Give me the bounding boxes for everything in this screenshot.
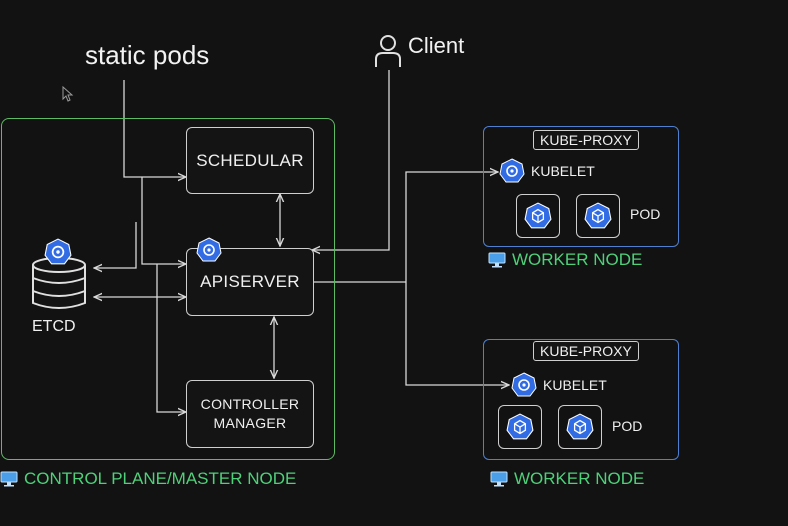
pod-2b — [558, 405, 602, 449]
pod-2a — [498, 405, 542, 449]
cube-icon — [524, 202, 552, 229]
pod-label-2: POD — [612, 418, 643, 434]
apiserver-label: APISERVER — [200, 272, 300, 291]
kubelet-2-label: KUBELET — [543, 377, 607, 393]
static-pods-title: static pods — [85, 40, 210, 70]
control-plane-group — [1, 118, 335, 460]
kubelet-1-label: KUBELET — [531, 163, 595, 179]
cursor-icon — [62, 86, 74, 102]
controller-label-line1: CONTROLLER — [200, 396, 300, 412]
monitor-icon — [488, 252, 506, 268]
pod-1b — [576, 194, 620, 238]
worker-node-1-label-text: WORKER NODE — [512, 250, 643, 269]
kube-proxy-2: KUBE-PROXY — [533, 341, 639, 361]
kube-proxy-1: KUBE-PROXY — [533, 130, 639, 150]
kubernetes-icon — [44, 238, 72, 265]
control-plane-label-text: CONTROL PLANE/MASTER NODE — [24, 469, 297, 488]
worker-node-2-group — [483, 339, 679, 460]
monitor-icon — [0, 471, 18, 487]
database-icon — [32, 257, 86, 309]
cube-icon — [584, 202, 612, 229]
kubernetes-icon — [196, 237, 222, 262]
worker-node-2-label-text: WORKER NODE — [514, 469, 645, 488]
control-plane-label: CONTROL PLANE/MASTER NODE — [0, 469, 296, 489]
kubernetes-icon — [511, 372, 537, 397]
etcd-label: ETCD — [32, 318, 76, 335]
kubelet-2: KUBELET — [511, 372, 607, 398]
worker-node-1-label: WORKER NODE — [488, 250, 642, 270]
pod-label-1: POD — [630, 206, 661, 222]
schedular-box: SCHEDULAR — [186, 127, 314, 194]
worker-node-2-label: WORKER NODE — [490, 469, 644, 489]
pod-1a — [516, 194, 560, 238]
person-icon — [375, 35, 401, 67]
client-label: Client — [408, 33, 465, 58]
kubernetes-icon — [499, 158, 525, 183]
controller-label-line2: MANAGER — [213, 415, 287, 431]
controller-manager-box: CONTROLLER MANAGER — [186, 380, 314, 448]
kubelet-1: KUBELET — [499, 158, 595, 184]
worker-node-1-group — [483, 126, 679, 247]
cube-icon — [506, 413, 534, 440]
cube-icon — [566, 413, 594, 440]
monitor-icon — [490, 471, 508, 487]
